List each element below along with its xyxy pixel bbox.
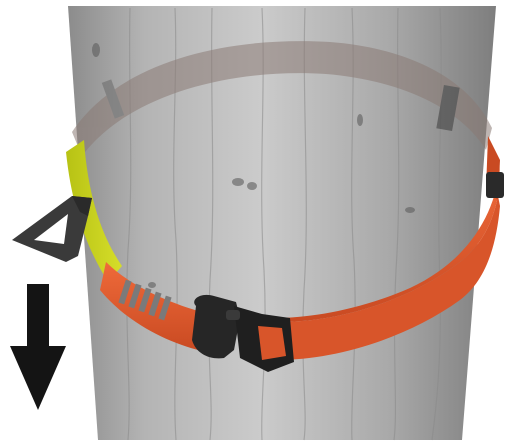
arrow-down-icon (10, 284, 66, 410)
right-keeper (486, 172, 504, 198)
triangle-ring-icon (12, 196, 92, 262)
